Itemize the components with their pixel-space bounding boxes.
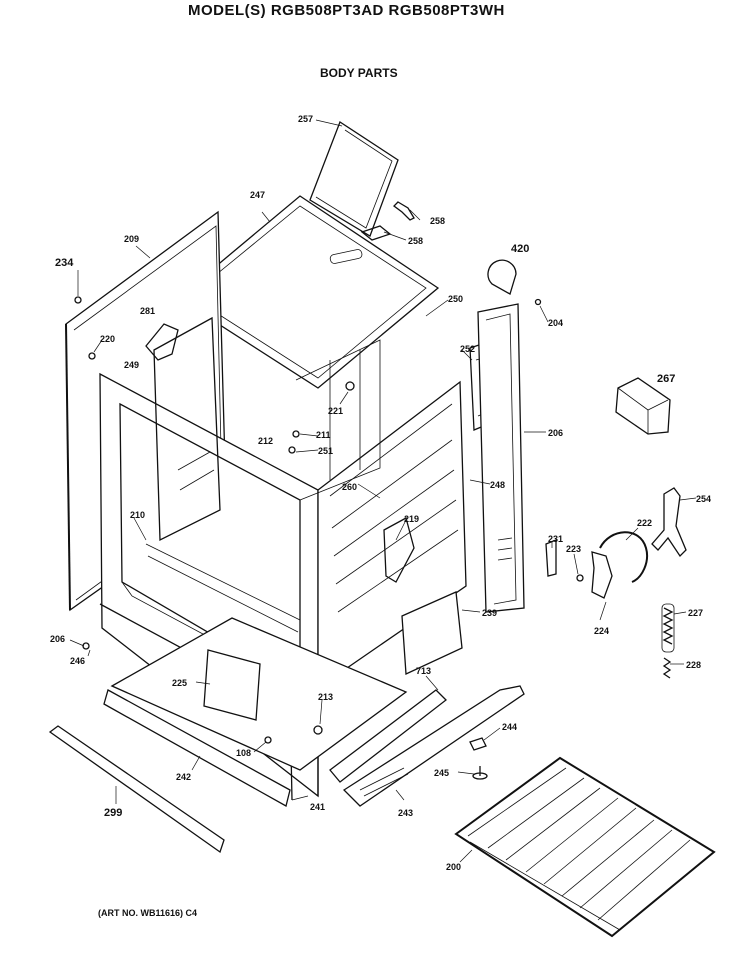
label-206-front: 206 bbox=[50, 634, 65, 644]
label-252: 252 bbox=[460, 344, 475, 354]
label-241: 241 bbox=[310, 802, 325, 812]
art-number: (ART NO. WB11616) C4 bbox=[98, 908, 198, 918]
label-258: 258 bbox=[430, 216, 445, 226]
part-206-rear-frame bbox=[477, 303, 525, 613]
part-206-screw bbox=[82, 642, 90, 650]
part-222-hinge-hook bbox=[591, 531, 648, 599]
label-206-rear: 206 bbox=[548, 428, 563, 438]
part-420-vent-cap bbox=[487, 259, 517, 295]
label-254: 254 bbox=[696, 494, 711, 504]
part-299-trim-bar bbox=[48, 725, 225, 854]
label-248: 248 bbox=[490, 480, 505, 490]
part-220-screw bbox=[88, 352, 96, 360]
part-231-bracket bbox=[545, 539, 557, 577]
leader-lines bbox=[69, 119, 697, 863]
label-260: 260 bbox=[342, 482, 357, 492]
label-221: 221 bbox=[328, 406, 343, 416]
label-267: 267 bbox=[657, 373, 675, 385]
label-219: 219 bbox=[404, 514, 419, 524]
part-212-screw bbox=[288, 446, 296, 454]
label-239: 239 bbox=[482, 608, 497, 618]
label-281: 281 bbox=[140, 306, 155, 316]
part-223-screw bbox=[576, 574, 584, 582]
label-231: 231 bbox=[548, 534, 563, 544]
label-250: 250 bbox=[448, 294, 463, 304]
part-211-screw bbox=[292, 430, 300, 438]
label-212: 212 bbox=[258, 436, 273, 446]
part-225-bottom bbox=[110, 617, 408, 771]
label-251: 251 bbox=[318, 446, 333, 456]
part-234-screw bbox=[74, 296, 82, 304]
label-713: 713 bbox=[416, 666, 431, 676]
label-209: 209 bbox=[124, 234, 139, 244]
part-257-top-rear-panel bbox=[309, 121, 399, 237]
part-221-orifice bbox=[345, 381, 355, 391]
part-254-hinge bbox=[651, 487, 687, 558]
label-210: 210 bbox=[130, 510, 145, 520]
label-245: 245 bbox=[434, 768, 449, 778]
label-222: 222 bbox=[637, 518, 652, 528]
part-260-baffle bbox=[383, 517, 415, 583]
label-247: 247 bbox=[250, 190, 265, 200]
part-281-valve bbox=[145, 323, 179, 361]
part-258-clip bbox=[393, 201, 415, 221]
part-267-block bbox=[615, 377, 671, 435]
label-242: 242 bbox=[176, 772, 191, 782]
part-713-rail bbox=[329, 689, 447, 783]
label-246: 246 bbox=[70, 656, 85, 666]
label-420: 420 bbox=[511, 243, 529, 255]
label-225: 225 bbox=[172, 678, 187, 688]
part-244-bracket bbox=[469, 737, 487, 751]
label-227: 227 bbox=[688, 608, 703, 618]
part-247-cooktop bbox=[176, 195, 440, 389]
label-243: 243 bbox=[398, 808, 413, 818]
label-228: 228 bbox=[686, 660, 701, 670]
part-242-kick-panel bbox=[103, 689, 291, 807]
part-200-oven-rack bbox=[454, 756, 716, 938]
label-244: 244 bbox=[502, 722, 517, 732]
label-204: 204 bbox=[548, 318, 563, 328]
label-234: 234 bbox=[55, 257, 74, 269]
part-245-knob bbox=[472, 766, 488, 780]
part-213-screw bbox=[313, 725, 323, 735]
label-249: 249 bbox=[124, 360, 139, 370]
label-220: 220 bbox=[100, 334, 115, 344]
label-256: 258 bbox=[408, 236, 423, 246]
part-204-screw bbox=[534, 298, 542, 306]
label-211: 211 bbox=[316, 430, 331, 440]
part-108-screw bbox=[264, 736, 272, 744]
page-title: MODEL(S) RGB508PT3AD RGB508PT3WH bbox=[188, 2, 505, 19]
label-299: 299 bbox=[104, 807, 122, 819]
part-228-spring-small bbox=[662, 657, 672, 679]
label-108: 108 bbox=[236, 748, 251, 758]
label-224: 224 bbox=[594, 626, 609, 636]
part-239-lower-panel bbox=[401, 591, 463, 675]
label-223: 223 bbox=[566, 544, 581, 554]
label-200: 200 bbox=[446, 862, 461, 872]
part-243-burner bbox=[342, 685, 525, 807]
section-title: BODY PARTS bbox=[320, 66, 398, 80]
label-213: 213 bbox=[318, 692, 333, 702]
part-227-spring bbox=[661, 603, 675, 653]
label-257: 257 bbox=[298, 114, 313, 124]
